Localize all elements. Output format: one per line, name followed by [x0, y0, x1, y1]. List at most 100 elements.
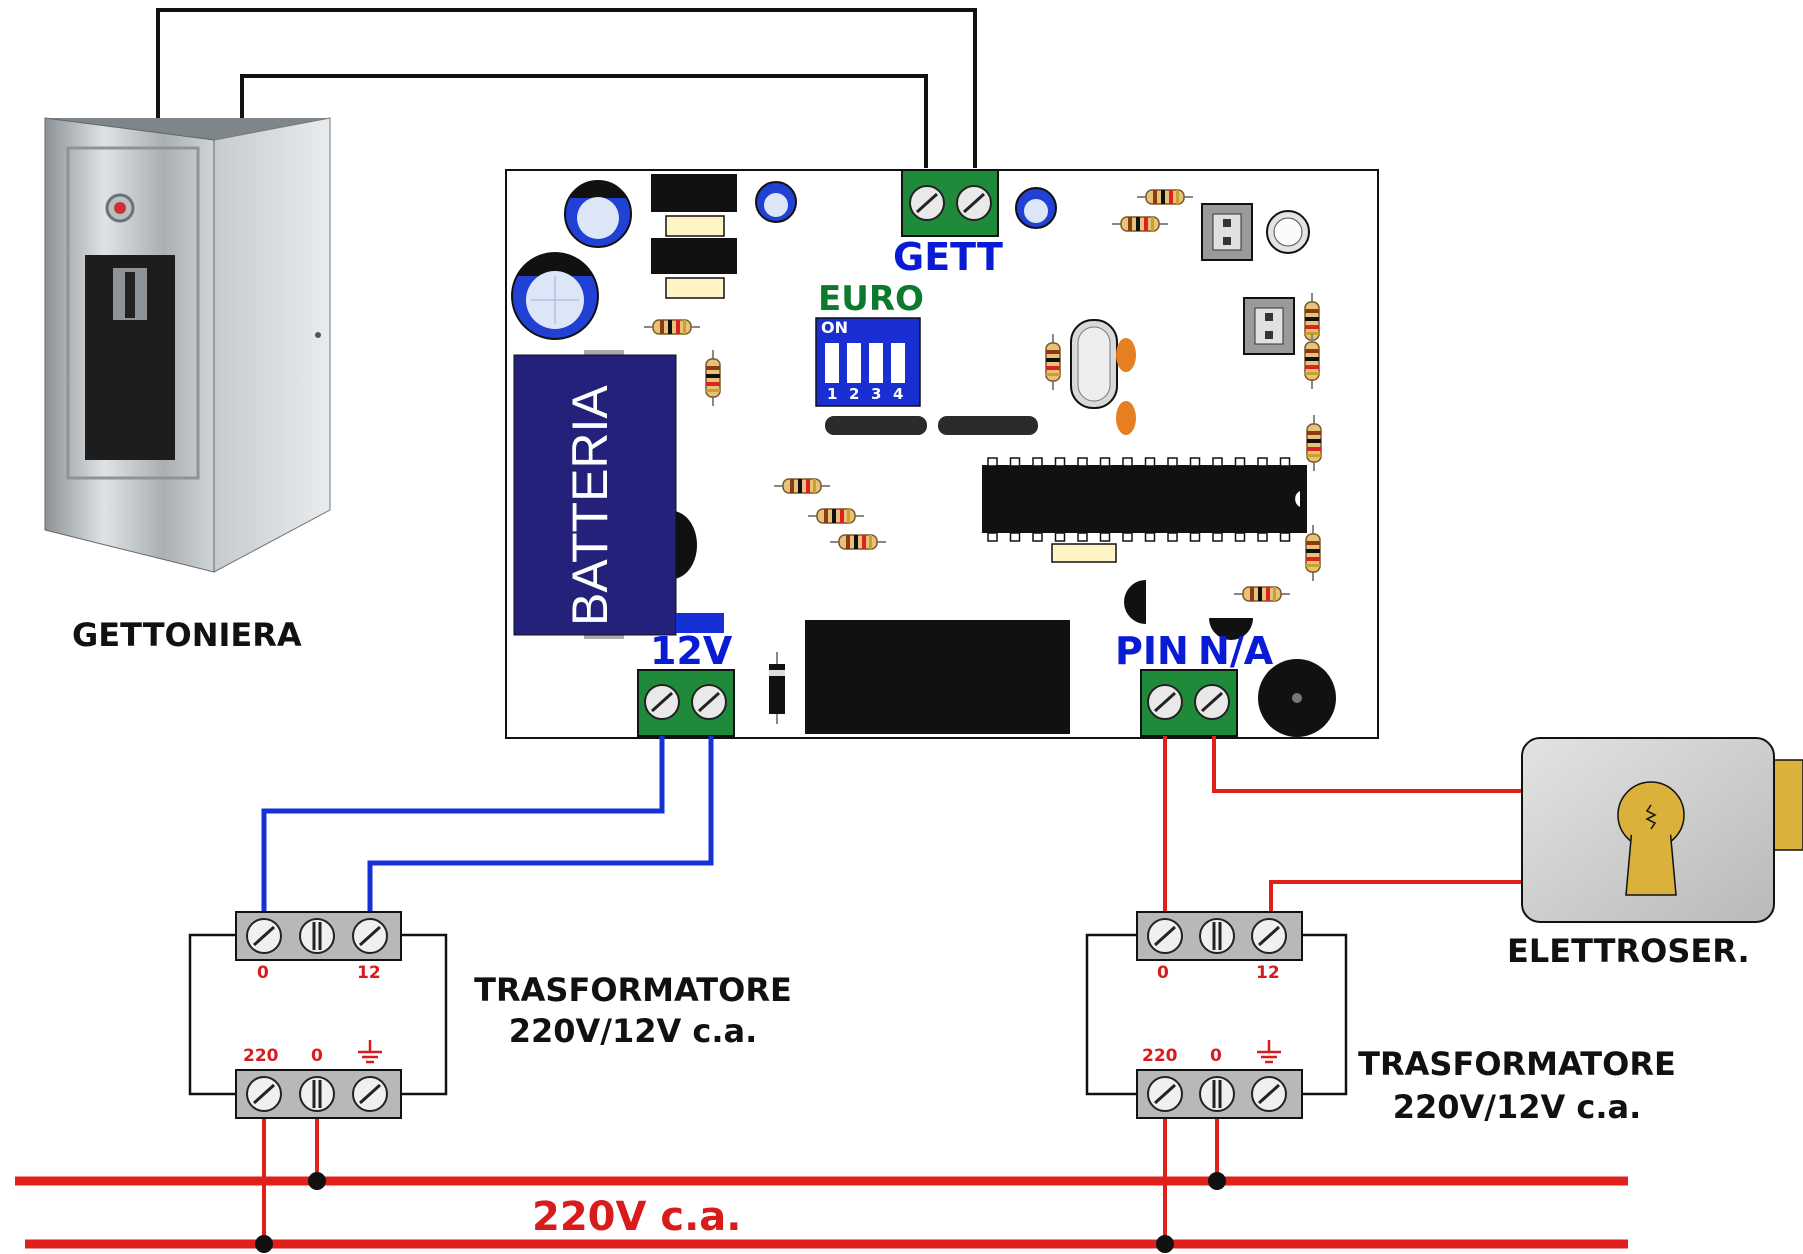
control-board — [505, 169, 1379, 739]
dip-switch-number: 1 — [827, 385, 838, 403]
mains-lines — [15, 1176, 1628, 1249]
chip-pin — [987, 532, 998, 542]
chip-pin — [1122, 457, 1133, 467]
chip-pin — [1054, 457, 1066, 467]
dip-switch-on-label: ON — [821, 318, 848, 337]
output-terminal-pin-na — [1140, 669, 1238, 737]
chip-pin — [1077, 532, 1088, 542]
chip-pin — [1144, 457, 1156, 467]
chip-pin — [1234, 457, 1246, 467]
terminal-label: 220 — [243, 1046, 279, 1066]
relay — [805, 620, 1070, 734]
junction-dot — [1156, 1235, 1174, 1253]
coin-wire-outer — [156, 8, 977, 168]
right-transformer-mains-wires — [1163, 1118, 1219, 1244]
jumper-bar — [825, 416, 927, 435]
blue-wire-12 — [367, 736, 714, 917]
terminal-label: 12 — [1256, 963, 1280, 983]
dip-switch-number: 3 — [871, 385, 882, 403]
chip-pin — [1257, 457, 1268, 467]
chip-pin — [1234, 532, 1246, 542]
terminal-label: 0 — [311, 1046, 323, 1066]
transistor — [1124, 580, 1146, 624]
power-terminal-label: 12V — [650, 629, 733, 673]
left-transformer-mains-wires — [262, 1118, 319, 1244]
chip-pin — [1279, 457, 1291, 467]
transistor — [1209, 618, 1253, 640]
ceramic-capacitor — [1116, 401, 1136, 435]
ground-icon — [358, 1040, 382, 1064]
chip-pins — [987, 457, 1291, 542]
coin-acceptor-label: GETTONIERA — [72, 616, 302, 654]
dip-switch — [815, 317, 921, 407]
chip-pin — [1099, 532, 1111, 542]
terminal-label: 0 — [1210, 1046, 1222, 1066]
chip-pin — [1167, 457, 1178, 467]
chip-pin — [1167, 532, 1178, 542]
mains-label: 220V c.a. — [532, 1194, 742, 1240]
junction-dot — [1208, 1172, 1226, 1190]
transformer-right-spec: 220V/12V c.a. — [1392, 1088, 1642, 1126]
diode — [769, 652, 785, 724]
connector-1 — [1201, 203, 1253, 261]
junction-dot — [255, 1235, 273, 1253]
dip-switch-title: EURO — [818, 279, 924, 319]
lock-wires — [1163, 736, 1522, 917]
junction-dot — [308, 1172, 326, 1190]
gett-terminal-label: GETT — [893, 235, 1003, 279]
capacitor-large-1 — [564, 180, 632, 248]
terminal-label: 220 — [1142, 1046, 1178, 1066]
buzzer — [1258, 659, 1336, 737]
dip-switch-number: 4 — [893, 385, 904, 403]
microcontroller-chip — [982, 465, 1307, 533]
battery-label-wrap: BATTERIA — [560, 385, 618, 630]
capacitor-small-2 — [1015, 187, 1057, 229]
chip-pin — [1189, 457, 1201, 467]
keyhole-icon — [1617, 781, 1685, 896]
crystal — [1070, 319, 1118, 409]
transformer-left-spec: 220V/12V c.a. — [508, 1012, 758, 1050]
chip-pin — [1279, 532, 1291, 542]
coin-wires — [156, 8, 977, 168]
chip-pin — [1212, 457, 1223, 467]
coin-acceptor — [44, 117, 331, 573]
regulator-2 — [651, 238, 737, 299]
small-component — [1051, 543, 1117, 563]
terminal-label: 12 — [357, 963, 381, 983]
output-terminal-label: PIN N/A — [1115, 629, 1274, 673]
chip-pin — [1212, 532, 1223, 542]
chip-pin — [1122, 532, 1133, 542]
connector-2 — [1243, 297, 1295, 355]
chip-pin — [1257, 532, 1268, 542]
red-wire-12 — [1269, 880, 1522, 917]
transformer-left-title: TRASFORMATORE — [474, 971, 792, 1009]
chip-pin — [1077, 457, 1088, 467]
led — [1266, 210, 1310, 254]
chip-pin — [1032, 457, 1043, 467]
terminal-label: 0 — [257, 963, 269, 983]
electric-lock-label: ELETTROSER. — [1507, 932, 1750, 970]
dip-switch-number: 2 — [849, 385, 860, 403]
power-terminal-12v — [637, 669, 735, 737]
battery-label: BATTERIA — [562, 385, 618, 626]
ground-icon — [1257, 1040, 1281, 1064]
chip-pin — [1189, 532, 1201, 542]
transformer-left — [188, 911, 448, 1119]
jumper-bar — [938, 416, 1038, 435]
transformer-right — [1085, 911, 1348, 1119]
capacitor-large-2 — [511, 252, 599, 340]
red-wire-na — [1212, 736, 1522, 793]
transformer-right-title: TRASFORMATORE — [1358, 1045, 1676, 1083]
power-wires — [261, 736, 714, 917]
gett-terminal — [901, 169, 999, 237]
chip-pin — [1009, 457, 1021, 467]
coin-wire-inner — [240, 74, 928, 168]
chip-pin — [987, 457, 998, 467]
regulator-1 — [651, 174, 737, 237]
chip-pin — [1009, 532, 1021, 542]
chip-pin — [1144, 532, 1156, 542]
ceramic-capacitor — [1116, 338, 1136, 372]
battery — [513, 350, 724, 639]
capacitor-small-1 — [755, 181, 797, 223]
blue-wire-0 — [261, 736, 665, 917]
